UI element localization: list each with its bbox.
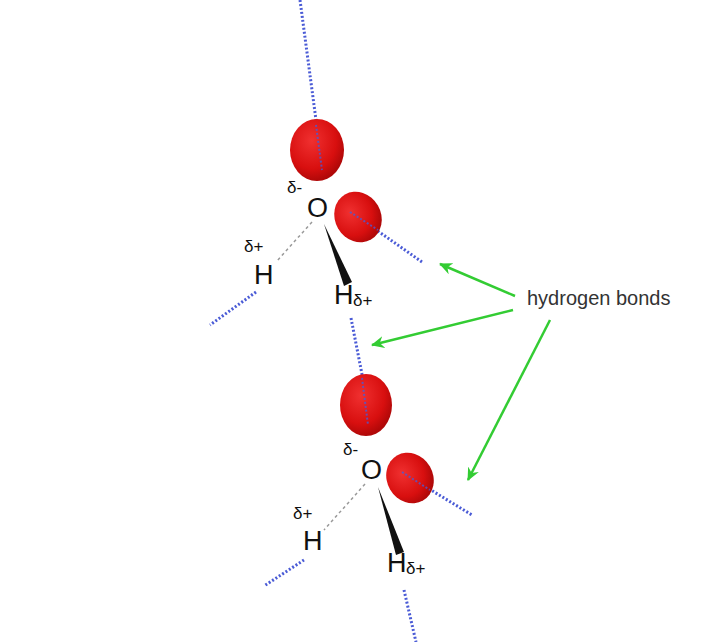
callout-label: hydrogen bonds	[527, 288, 670, 308]
atom-symbol: H	[303, 528, 323, 555]
hydrogen-bond-lines	[210, 0, 472, 642]
partial-charge: δ+	[244, 238, 263, 255]
atom-symbol: O	[307, 195, 328, 222]
atom-symbol: H	[254, 262, 274, 289]
partial-charge: δ-	[287, 179, 302, 196]
partial-charge: δ+	[406, 560, 425, 577]
hydrogen-bond-lines-over	[316, 125, 430, 490]
partial-charge: δ+	[353, 292, 372, 309]
lone-pair-lobes	[290, 119, 443, 512]
partial-charge: δ-	[343, 441, 358, 458]
leader-arrows	[372, 264, 550, 480]
atom-symbol: O	[361, 457, 382, 484]
partial-charge: δ+	[293, 505, 312, 522]
atom-symbol: H	[334, 282, 354, 309]
covalent-bonds	[276, 222, 404, 555]
atom-symbol: H	[387, 550, 407, 577]
